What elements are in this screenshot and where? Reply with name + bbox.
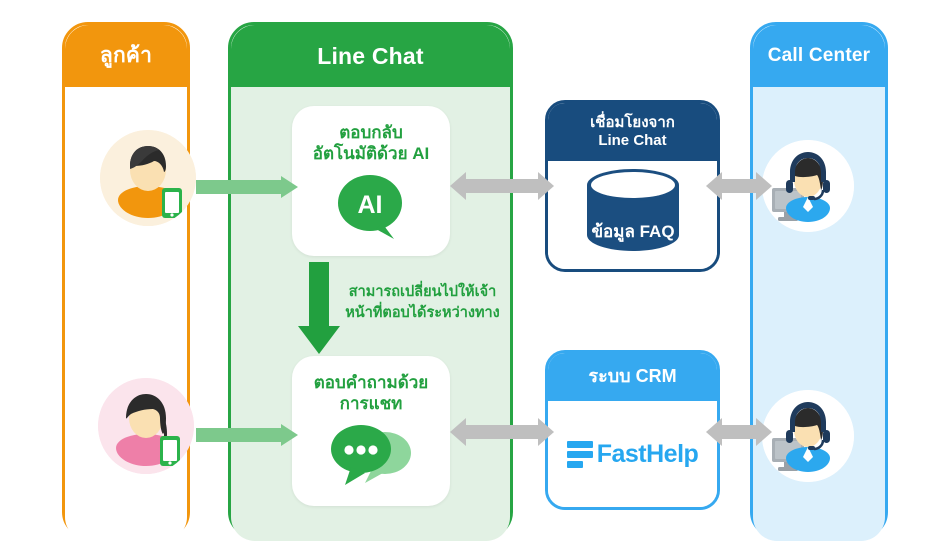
avatar-customer-male [100,130,196,226]
connector-chat-to-crm [450,418,554,446]
label-agent-handoff-line1: สามารถเปลี่ยนไปให้เจ้า [348,284,497,300]
label-agent-handoff: สามารถเปลี่ยนไปให้เจ้า หน้าที่ตอบได้ระหว… [330,282,515,324]
card-ai-title-line1: ตอบกลับ [339,123,403,142]
connector-faq-to-callcenter [706,172,772,200]
databox-faq-header-line1: เชื่อมโยงจาก [590,114,675,131]
card-chat-title-line2: การแชท [339,394,403,414]
databox-faq-body: ข้อมูล FAQ ข้อมูล FAQ [548,161,717,269]
ai-icon-label: AI [358,191,383,219]
databox-crm-header: ระบบ CRM [548,353,717,401]
ai-speech-bubble-icon: AI [332,171,410,246]
databox-faq-header-line2: Line Chat [598,132,667,149]
card-chat-title: ตอบคำถามด้วย การแชท [292,372,450,415]
connector-crm-to-callcenter [706,418,772,446]
connector-ai-to-chat-handoff [298,262,340,354]
card-chat-reply[interactable]: ตอบคำถามด้วย การแชท [292,356,450,506]
avatar-agent-headset-1 [762,140,854,232]
databox-faq-header: เชื่อมโยงจาก Line Chat [548,103,717,161]
avatar-agent-headset-2 [762,390,854,482]
databox-faq-body-label: ข้อมูล FAQ [689,165,690,166]
card-ai-auto-reply[interactable]: ตอบกลับ อัตโนมัติด้วย AI AI [292,106,450,256]
databox-crm-header-line1: ระบบ CRM [588,366,677,387]
panel-customer-header: ลูกค้า [65,25,187,87]
databox-faq[interactable]: เชื่อมโยงจาก Line Chat ข้อมูล FAQ ข้อมูล… [545,100,720,272]
fasthelp-mark [566,440,593,468]
chat-bubbles-icon [325,419,417,490]
panel-line-chat-header: Line Chat [231,25,510,87]
connector-customer-to-ai [196,176,298,198]
fasthelp-logo-icon: FastHelp [566,439,699,469]
label-agent-handoff-line2: หน้าที่ตอบได้ระหว่างทาง [345,305,500,322]
databox-faq-body-label-text: ข้อมูล FAQ [591,222,674,243]
panel-call-center-header: Call Center [753,25,885,87]
databox-crm[interactable]: ระบบ CRM FastHelp [545,350,720,510]
connector-ai-to-faq [450,172,554,200]
avatar-customer-female [98,378,194,474]
card-ai-title: ตอบกลับ อัตโนมัติด้วย AI [292,122,450,165]
connector-customer-to-chat [196,424,298,446]
card-chat-title-line1: ตอบคำถามด้วย [313,373,429,392]
card-ai-title-line2: อัตโนมัติด้วย AI [312,144,430,164]
fasthelp-wordmark: FastHelp [596,439,699,468]
database-cylinder-icon: ข้อมูล FAQ ข้อมูล FAQ [577,165,689,266]
databox-crm-body: FastHelp [548,401,717,507]
